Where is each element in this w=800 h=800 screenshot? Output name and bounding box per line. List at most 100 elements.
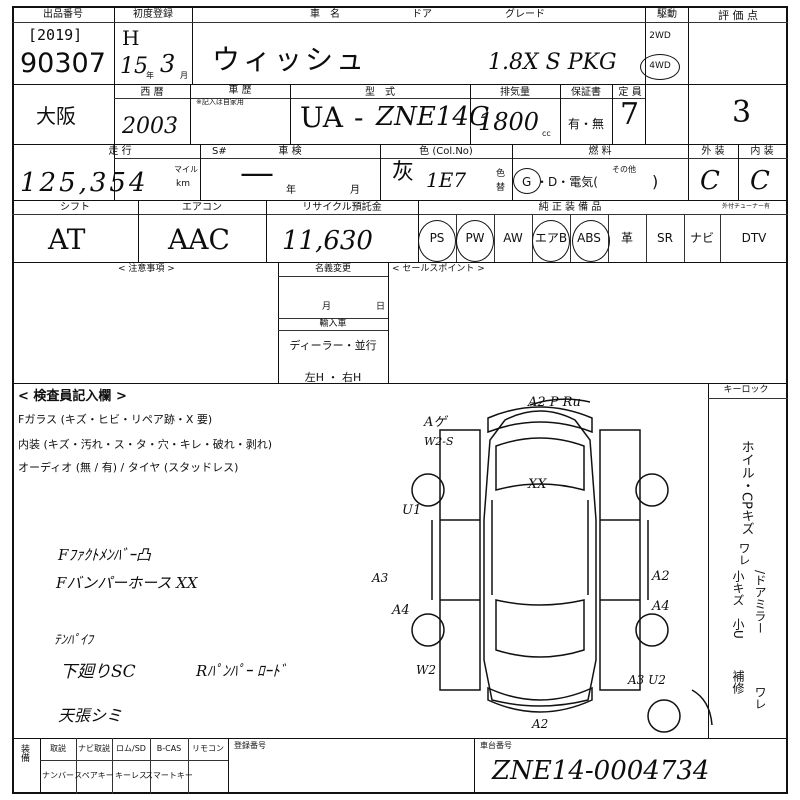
repair-note: 補修	[731, 670, 745, 694]
model-label: 型 式	[365, 87, 395, 98]
handnote-front-bumper: Fバンパーホース XX	[56, 574, 198, 592]
equip-ps-circle	[418, 220, 456, 262]
col-line	[612, 84, 613, 144]
car-name: ウィッシュ	[212, 43, 368, 76]
inspector-line3: オーディオ (無 / 有) / タイヤ (スタッドレス)	[18, 461, 239, 474]
handnote-headliner: 天張シミ	[58, 706, 123, 725]
interior-label: 内 装	[750, 146, 774, 157]
color-label: 色 (Col.No)	[419, 146, 473, 157]
fuel-label: 燃 料	[588, 146, 612, 157]
col-line	[474, 738, 475, 794]
footer-line	[40, 760, 228, 761]
shift-value: AT	[48, 223, 86, 256]
equip-navi: ナビ	[689, 231, 715, 245]
footer-equip-label: 装備	[19, 744, 29, 762]
footer-number-plate: ナンバー	[42, 771, 74, 780]
inspection-year-unit: 年	[286, 185, 296, 196]
displacement-value: 1800	[478, 108, 540, 136]
col-line	[192, 6, 193, 84]
equip-label: 純 正 装 備 品	[538, 202, 602, 213]
handnote-rear-bumper: Rﾊﾟﾝﾊﾟｰ ﾛｰﾄﾞ	[196, 662, 288, 680]
fuel-other: その他	[612, 165, 636, 174]
equip-abs-circle	[572, 220, 610, 262]
car-name-label: 車 名	[310, 9, 340, 20]
footer-smart-key: スマートキー	[145, 771, 193, 780]
western-year: 2003	[122, 114, 178, 139]
mark-rear-bumper: A2	[532, 717, 549, 731]
fuel-g-circle	[513, 168, 541, 194]
col-line	[114, 6, 115, 200]
lot-label: 出品番号	[43, 9, 83, 20]
first-reg-label: 初度登録	[133, 9, 173, 20]
color-code: 1E7	[426, 168, 467, 192]
inspection-label: 車 検	[278, 146, 302, 157]
chassis-number: ZNE14-0004734	[492, 756, 710, 786]
col-line	[512, 144, 513, 200]
wheel-note-crack: ワレ	[737, 542, 751, 566]
name-change-day: 日	[376, 302, 386, 312]
footer-bcas: B-CAS	[156, 744, 182, 753]
score-value: 3	[732, 95, 752, 130]
handnote-tenpaifu: ﾃﾝﾊﾟｲﾌ	[54, 633, 93, 648]
col-line	[418, 200, 419, 262]
history-note: ※記入は自家用	[196, 98, 244, 106]
col-line	[560, 84, 561, 144]
footer-navi-manual: ナビ取説	[78, 744, 110, 753]
score-label: 評 価 点	[718, 9, 758, 22]
col-line	[290, 84, 291, 144]
door-label: ドア	[412, 9, 432, 20]
col-line	[688, 6, 689, 200]
label-row-line	[114, 98, 645, 99]
grade-label: グレード	[505, 9, 545, 20]
mile-unit: マイル	[174, 165, 198, 174]
col-line	[380, 144, 381, 200]
small-u-note: 小U	[731, 618, 745, 639]
inspector-line2: 内装 (キズ・汚れ・ス・タ・穴・キレ・破れ・剥れ)	[18, 438, 273, 451]
cracked-note: ワレ	[753, 686, 767, 710]
mark-left-front: U1	[402, 503, 422, 518]
chassis-label: 車台番号	[480, 741, 512, 750]
notes-label: < 注意事項 >	[118, 264, 175, 274]
footer-remote: リモコン	[192, 744, 224, 753]
interior-grade: C	[750, 166, 770, 196]
mark-right-door: A2	[652, 569, 670, 584]
fuel-options: ・D・電気(	[536, 175, 598, 189]
footer-col	[112, 738, 113, 794]
wheel-note: ホイル・CPキズ	[738, 440, 754, 535]
equip-dtv: DTV	[741, 231, 767, 245]
equip-airbag-circle	[532, 220, 570, 262]
equip-col	[646, 214, 647, 262]
history-label: 車 歴	[228, 85, 252, 96]
shift-label: シフト	[60, 202, 90, 213]
steering-label: 左H ・ 右H	[304, 371, 362, 384]
handnote-front-member: Fﾌｧｸﾄﾒﾝﾊﾞｰ凸	[58, 546, 151, 564]
col-line	[190, 84, 191, 144]
model-dash: -	[354, 101, 364, 134]
drive-2wd: 2WD	[649, 31, 671, 41]
mark-left-rear: A4	[392, 603, 410, 618]
mark-roof: XX	[528, 477, 547, 492]
import-label: 輸入車	[319, 319, 347, 329]
fuel-close: )	[652, 172, 659, 191]
inspection-month-unit: 月	[350, 185, 360, 196]
equip-aw: AW	[503, 231, 523, 245]
col-line	[138, 200, 139, 262]
inspector-title: < 検査員記入欄 >	[18, 389, 127, 404]
mark-left-door: A3	[372, 571, 389, 585]
col-line	[40, 738, 41, 794]
km-unit: km	[176, 179, 190, 189]
mileage-value: 125,354	[20, 168, 149, 198]
mark-bonnet: Aゲ	[424, 415, 447, 430]
footer-rom: ロム/SD	[116, 744, 146, 753]
inspection-dash: —	[240, 153, 274, 193]
handnote-underbody: 下廻りSC	[60, 662, 136, 682]
row-divider-3	[12, 200, 788, 201]
equip-sunroof: SR	[657, 231, 673, 245]
footer-col	[76, 738, 77, 794]
footer-spare-key: スペアキー	[74, 771, 114, 780]
reg-year: 15	[120, 54, 148, 79]
month-unit: 月	[180, 71, 188, 80]
mark-right-rear: A4	[652, 599, 670, 614]
color-name: 灰	[392, 160, 415, 185]
